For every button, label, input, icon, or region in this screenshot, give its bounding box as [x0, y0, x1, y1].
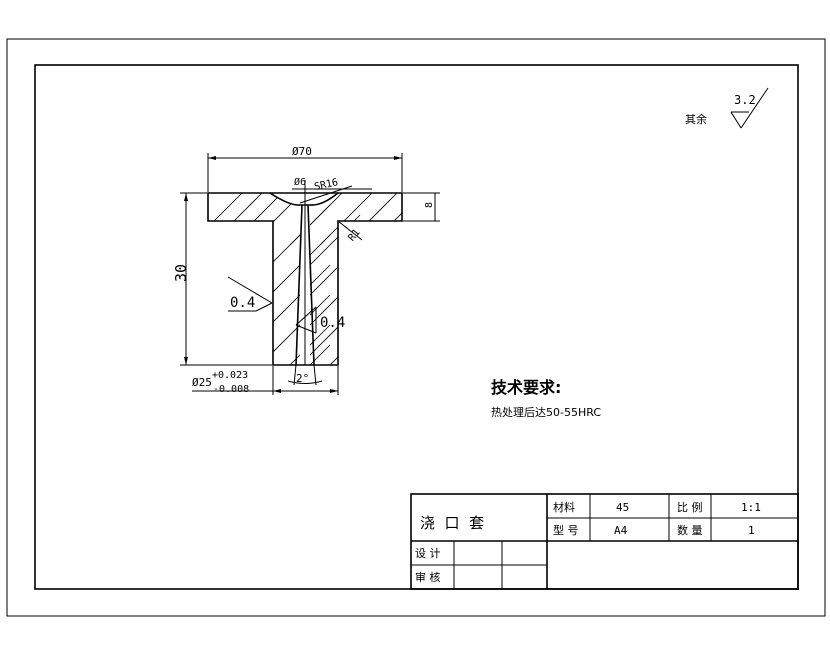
dim-outer-diameter-text: Ø70: [292, 145, 312, 158]
title-block-scale-value: 1:1: [741, 501, 761, 514]
roughness-left-text: 0.4: [230, 295, 255, 311]
title-block-material-value: 45: [616, 501, 629, 514]
dim-taper-angle: [287, 364, 323, 386]
roughness-inner-text: 0.4: [320, 315, 345, 331]
part-outline: [207, 180, 403, 366]
dim-flange-thickness: [403, 192, 440, 222]
dim-height-text: 30: [172, 264, 190, 282]
roughness-left-symbol: [227, 276, 273, 312]
title-block-scale-label: 比 例: [677, 500, 703, 514]
dim-shank-diameter: [192, 366, 339, 395]
dim-sphere-radius-text: SR16: [313, 177, 339, 193]
default-roughness-value: 3.2: [734, 93, 756, 107]
requirements-title: 技术要求:: [491, 378, 561, 397]
title-block-type-label: 型 号: [553, 523, 579, 537]
title-block-qty-label: 数 量: [677, 524, 703, 537]
dim-shank-tol-lower: -0.008: [213, 384, 249, 395]
dim-shank-tol-upper: +0.023: [212, 370, 248, 381]
dim-taper-angle-text: 2°: [296, 372, 309, 385]
section-hatching: [208, 193, 402, 365]
dim-shank-diameter-text: Ø25: [192, 376, 212, 389]
roughness-inner-symbol: [295, 306, 317, 334]
title-block: [410, 493, 799, 590]
title-block-review-label: 审 核: [415, 570, 441, 584]
title-block-design-label: 设 计: [415, 547, 441, 560]
requirements-item-1: 热处理后达50-55HRC: [491, 406, 601, 419]
dim-outer-diameter: [207, 153, 403, 192]
dim-flange-thickness-text: 8: [424, 202, 435, 208]
default-roughness-label: 其余: [685, 112, 707, 126]
dim-bore-diameter-text: Ø6: [294, 176, 306, 188]
default-roughness-symbol: [730, 87, 769, 129]
dim-height: [180, 192, 272, 366]
dim-bore-leader: [292, 185, 372, 204]
title-block-part-name: 浇 口 套: [420, 514, 484, 532]
outer-frame: [6, 38, 826, 617]
title-block-material-label: 材料: [553, 500, 575, 514]
dim-fillet-leader: [337, 220, 363, 241]
title-block-type-value: A4: [614, 524, 628, 537]
title-block-qty-value: 1: [748, 524, 755, 537]
